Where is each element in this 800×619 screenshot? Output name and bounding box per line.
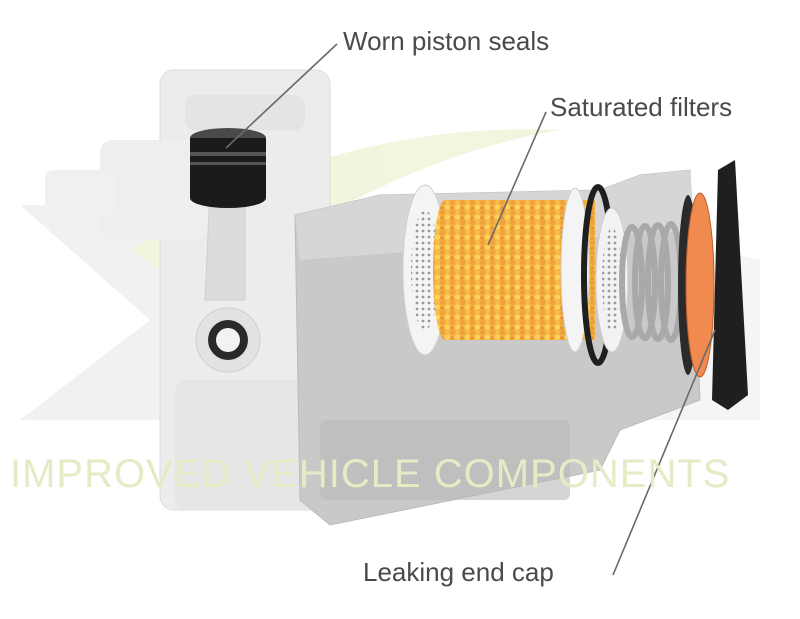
filter-media <box>433 187 595 353</box>
outlet-mesh <box>595 207 629 353</box>
leader-lines <box>225 43 716 576</box>
callout-saturated-filters: Saturated filters <box>550 92 733 122</box>
leader-line-filters <box>487 111 547 246</box>
connecting-rod <box>195 189 261 373</box>
watermark-text: IMPROVED VEHICLE COMPONENTS <box>10 452 731 496</box>
spring <box>619 221 684 343</box>
callout-worn-piston-seals: Worn piston seals <box>343 26 550 56</box>
end-cap <box>678 160 748 410</box>
leader-line-piston <box>225 43 338 149</box>
piston <box>190 128 266 208</box>
pump-housing <box>45 69 331 511</box>
leader-line-end-cap <box>612 329 716 576</box>
callout-leaking-end-cap: Leaking end cap <box>363 557 554 587</box>
